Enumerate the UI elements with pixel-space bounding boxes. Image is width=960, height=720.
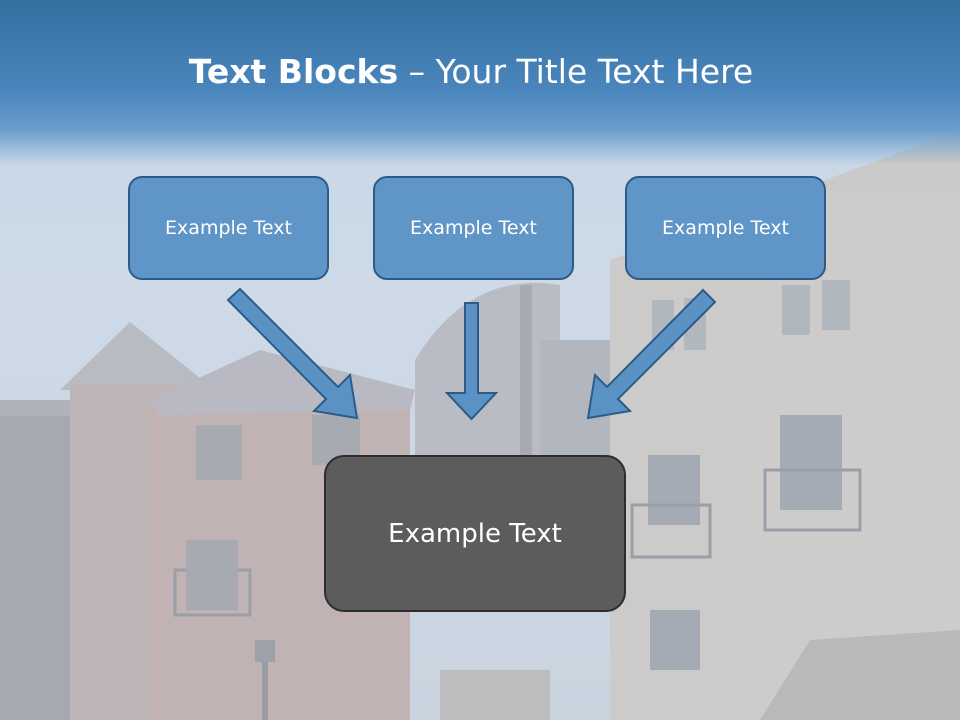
bottom-block-label: Example Text [388, 518, 562, 549]
top-center-text-block[interactable]: Example Text [373, 176, 574, 280]
title-rest-text: Your Title Text Here [435, 52, 754, 91]
title-separator: – [398, 52, 436, 91]
bottom-text-block[interactable]: Example Text [324, 455, 626, 612]
top-right-text-block[interactable]: Example Text [625, 176, 826, 280]
top-right-block-label: Example Text [662, 217, 789, 239]
title-bold-text: Text Blocks [188, 52, 399, 91]
top-left-block-label: Example Text [165, 217, 292, 239]
top-left-text-block[interactable]: Example Text [128, 176, 329, 280]
top-center-block-label: Example Text [410, 217, 537, 239]
slide-title: Text Blocks – Your Title Text Here [0, 52, 942, 91]
header-band [0, 0, 960, 165]
